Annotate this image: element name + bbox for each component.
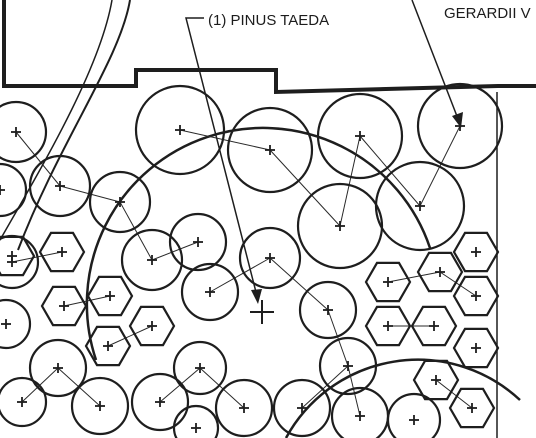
shrub-symbol xyxy=(172,340,228,396)
perennial-symbol xyxy=(86,275,134,317)
connector-line xyxy=(269,257,329,311)
perennial-symbol xyxy=(84,325,132,367)
shrub-symbol xyxy=(272,378,332,438)
perennial-symbol xyxy=(452,327,500,369)
connector-line xyxy=(347,365,361,417)
perennial-symbol xyxy=(128,305,176,347)
connector-line xyxy=(269,149,341,227)
perennial-symbol xyxy=(38,231,86,273)
shrub-symbol xyxy=(330,386,390,438)
perennial-symbol xyxy=(412,359,460,401)
connector-line xyxy=(387,271,441,283)
shrub-symbol xyxy=(88,170,152,234)
shrub-symbol xyxy=(318,336,378,396)
shrub-symbol xyxy=(316,92,404,180)
pinus-leader-line xyxy=(185,17,259,301)
connector-line xyxy=(119,201,153,261)
shrub-symbol xyxy=(0,100,48,164)
connector-line xyxy=(63,295,111,307)
pine-center-marker xyxy=(250,300,274,324)
shrub-symbol xyxy=(226,106,314,194)
shrub-symbol xyxy=(28,154,92,218)
shrub-symbol xyxy=(0,234,40,290)
perennial-symbol xyxy=(452,275,500,317)
shrub-symbol xyxy=(296,182,384,270)
shrub-symbol xyxy=(0,162,28,218)
bed-outline xyxy=(2,0,536,95)
shrub-symbol xyxy=(214,378,274,438)
perennial-symbol xyxy=(40,285,88,327)
connector-line xyxy=(339,135,361,227)
pinus-arrowhead xyxy=(251,289,262,304)
connector-line xyxy=(435,379,473,409)
shrub-symbol xyxy=(374,160,466,252)
left-canopy-arc-2 xyxy=(0,0,113,241)
perennial-symbol xyxy=(364,261,412,303)
perennial-hexagons xyxy=(0,231,500,429)
perennial-symbol xyxy=(448,387,496,429)
shrub-circles xyxy=(0,82,504,438)
gerardii-label: GERARDII V xyxy=(444,5,531,22)
shrub-symbol xyxy=(134,84,226,176)
shrub-symbol xyxy=(180,262,240,322)
connector-line xyxy=(209,257,271,293)
connector-line xyxy=(359,135,421,207)
connector-line xyxy=(151,241,199,261)
shrub-symbol xyxy=(28,338,88,398)
shrub-symbol xyxy=(386,392,442,438)
connector-line xyxy=(199,367,245,409)
shrub-symbol xyxy=(172,404,220,438)
connector-line xyxy=(327,309,349,367)
perennial-symbol xyxy=(416,251,464,293)
pinus-taeda-label: (1) PINUS TAEDA xyxy=(208,12,329,29)
shrub-symbol xyxy=(0,298,32,350)
pine-canopy-circle xyxy=(85,126,432,361)
perennial-symbol xyxy=(410,305,458,347)
shrub-symbol xyxy=(120,228,184,292)
connector-line xyxy=(107,325,153,347)
perennial-symbol xyxy=(452,231,500,273)
shrub-symbol xyxy=(70,376,130,436)
shrub-symbol xyxy=(298,280,358,340)
perennial-symbol xyxy=(364,305,412,347)
shrub-symbol xyxy=(0,376,48,428)
connector-line xyxy=(15,131,61,187)
shrub-symbol xyxy=(130,372,190,432)
lower-canopy-arc xyxy=(284,358,521,438)
gerardii-leader-line xyxy=(411,0,461,125)
shrub-symbol xyxy=(416,82,504,170)
connector-line xyxy=(179,129,271,151)
connector-line xyxy=(301,365,349,409)
perennial-symbol xyxy=(0,235,36,277)
left-canopy-arc xyxy=(17,0,131,251)
connector-line xyxy=(439,271,477,297)
shrub-symbol xyxy=(238,226,302,290)
shrub-symbol xyxy=(168,212,228,272)
